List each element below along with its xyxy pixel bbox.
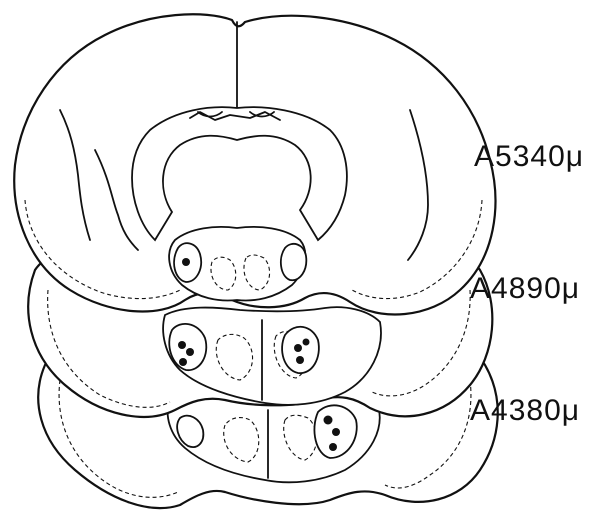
section-a4890-lesion-dot (294, 344, 302, 352)
section-level-label-a5340: A5340μ (474, 140, 584, 174)
section-a5340-body-right (281, 244, 306, 280)
section-a4890-recess-left (169, 324, 206, 370)
section-a4890-lesion-dot (179, 358, 187, 366)
section-a4890-lesion-dot (296, 356, 304, 364)
section-a4890-lesion-dot (303, 339, 310, 346)
section-a4890-lesion-dot (178, 341, 186, 349)
section-a5340-lesion-dot (182, 258, 190, 266)
section-a5340 (14, 14, 495, 314)
section-a4890-lesion-dot (186, 348, 194, 356)
section-level-label-a4380: A4380μ (470, 394, 580, 428)
section-level-label-a4890: A4890μ (470, 272, 580, 306)
section-a4380-lesion-dot (324, 416, 333, 425)
section-a4380-lesion-dot (329, 443, 337, 451)
section-a4380-lesion-dot (332, 428, 340, 436)
